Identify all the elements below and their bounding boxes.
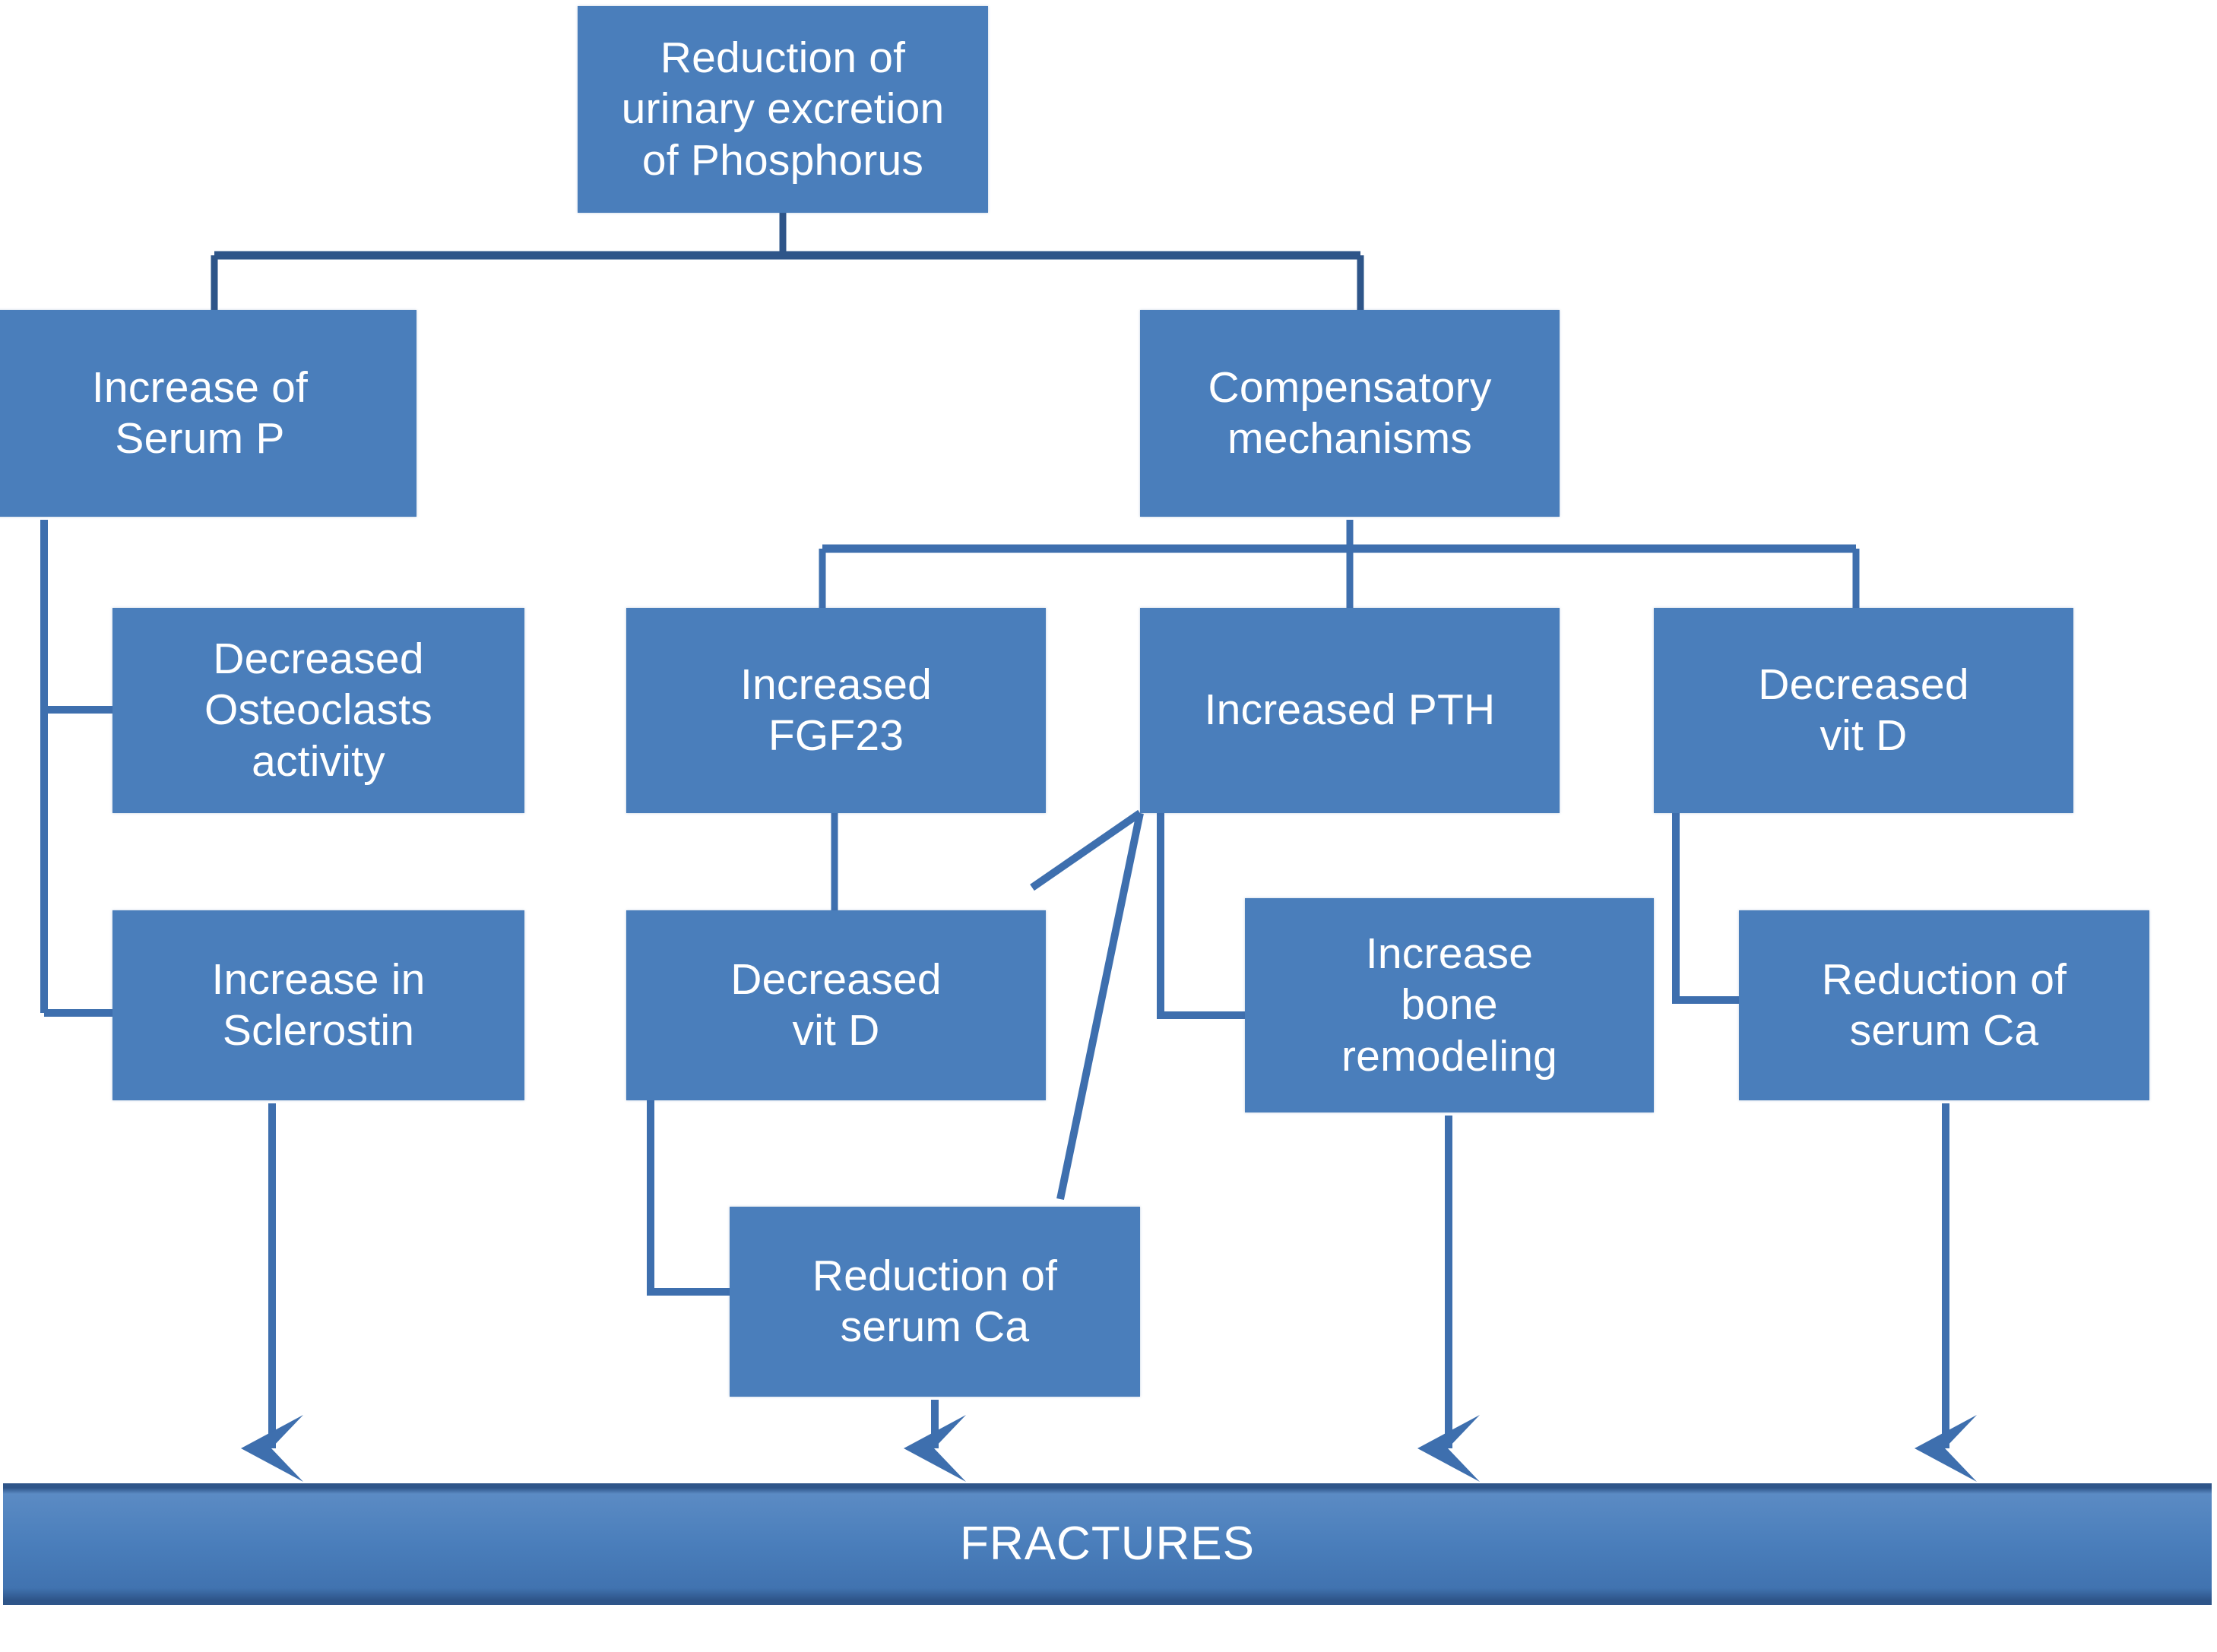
node-increased-fgf23[interactable]: Increased FGF23: [626, 608, 1046, 813]
node-reduction-serum-ca-mid[interactable]: Reduction of serum Ca: [730, 1207, 1140, 1397]
node-increase-bone-remodeling[interactable]: Increase bone remodeling: [1245, 898, 1654, 1112]
node-increase-serum-p[interactable]: Increase of Serum P: [0, 310, 416, 517]
node-reduction-serum-ca-right[interactable]: Reduction of serum Ca: [1739, 910, 2149, 1100]
node-reduction-urinary-phosphorus[interactable]: Reduction of urinary excretion of Phosph…: [578, 6, 988, 213]
edge-pth-diagonal-short: [1030, 809, 1142, 891]
node-decreased-vit-d-mid[interactable]: Decreased vit D: [626, 910, 1046, 1100]
edge-pth-to-remodeling: [1157, 813, 1246, 1019]
node-compensatory-mechanisms[interactable]: Compensatory mechanisms: [1140, 310, 1560, 517]
node-decreased-vit-d-right[interactable]: Decreased vit D: [1654, 608, 2073, 813]
node-decreased-osteoclasts-activity[interactable]: Decreased Osteoclasts activity: [112, 608, 524, 813]
node-increased-pth[interactable]: Increased PTH: [1140, 608, 1560, 813]
node-fractures[interactable]: FRACTURES: [3, 1483, 2212, 1605]
edge-pth-diagonal-long: [1056, 812, 1144, 1201]
node-increase-in-sclerostin[interactable]: Increase in Sclerostin: [112, 910, 524, 1100]
edge-vitdright-to-serumca: [1672, 813, 1742, 1004]
edge-vitdmid-to-serumca: [647, 1100, 731, 1296]
